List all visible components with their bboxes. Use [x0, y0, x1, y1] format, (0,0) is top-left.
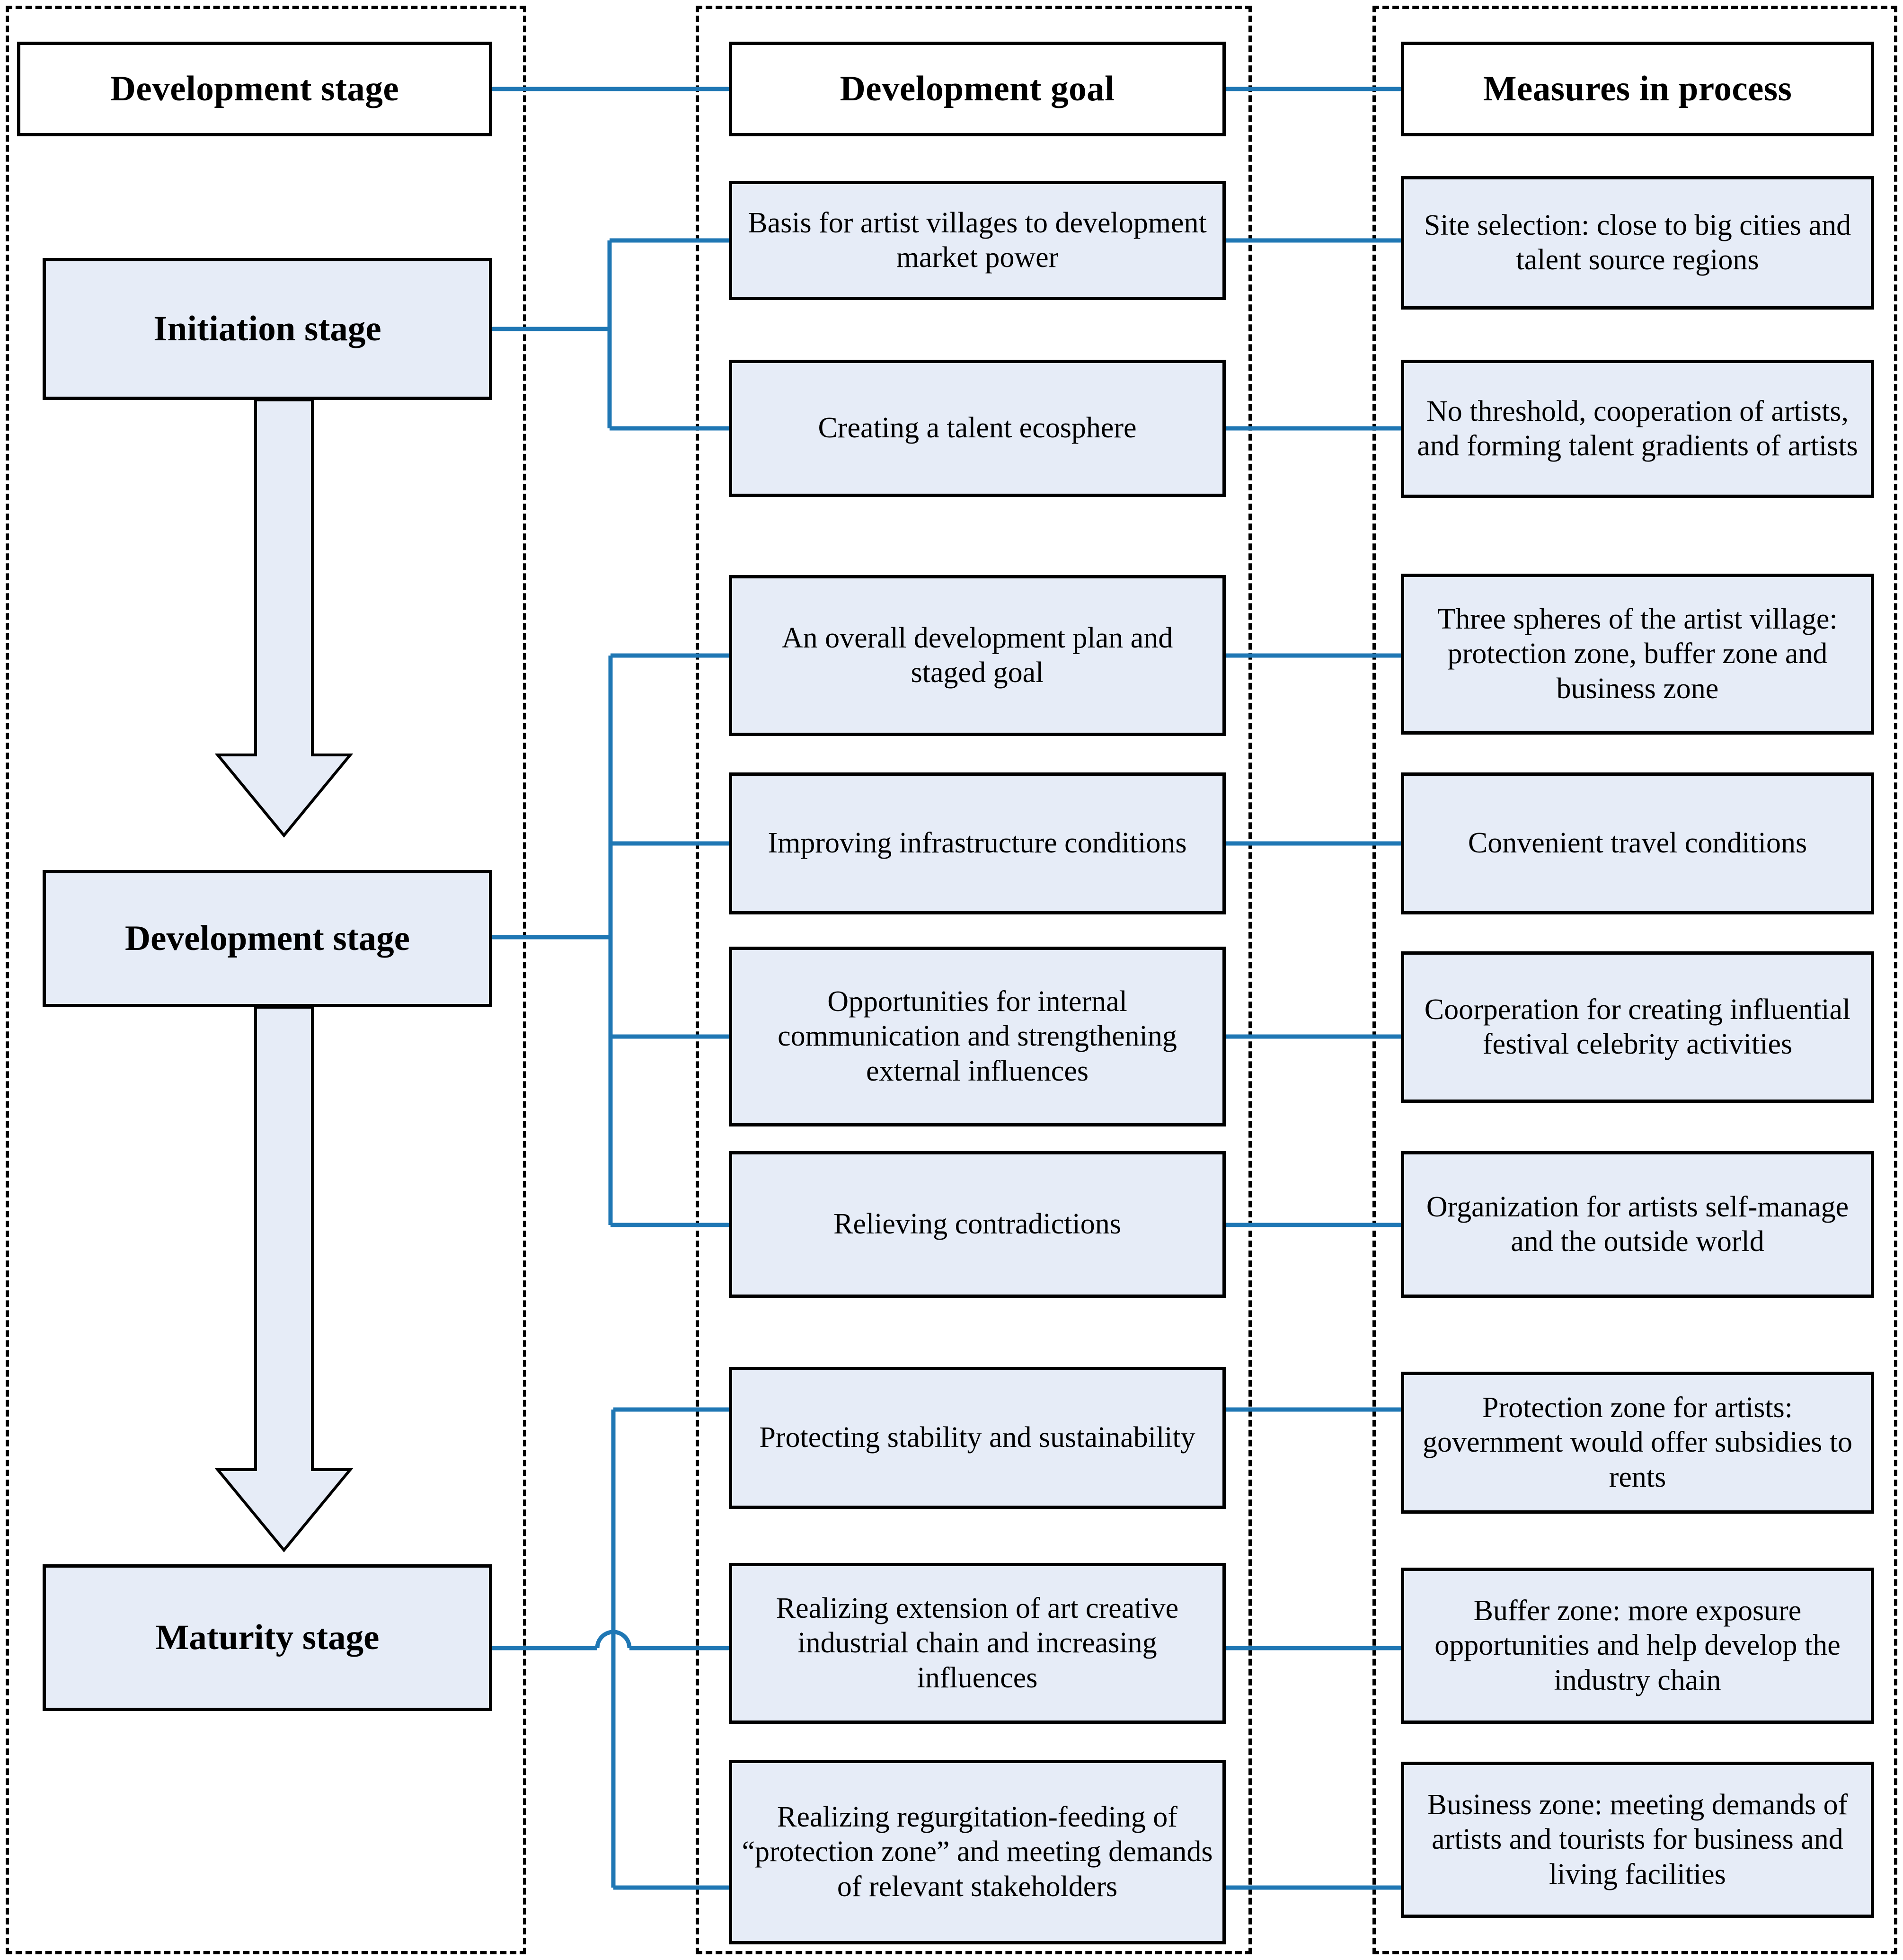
goal-box-development-4[interactable]: Relieving contradictions [729, 1151, 1226, 1298]
column-frame-development-goal [696, 6, 1252, 1954]
goal-label: Realizing extension of art creative indu… [776, 1592, 1179, 1694]
goal-box-development-1[interactable]: An overall development plan and staged g… [729, 575, 1226, 736]
goal-label: Improving infrastructure conditions [768, 827, 1187, 860]
measure-box-initiation-1[interactable]: Site selection: close to big cities and … [1401, 176, 1874, 310]
goal-box-maturity-3[interactable]: Realizing regurgitation-feeding of “prot… [729, 1760, 1226, 1944]
goal-box-development-2[interactable]: Improving infrastructure conditions [729, 772, 1226, 914]
measure-box-initiation-2[interactable]: No threshold, cooperation of artists, an… [1401, 360, 1874, 498]
measure-label: Organization for artists self-manage and… [1426, 1190, 1849, 1258]
measure-box-maturity-1[interactable]: Protection zone for artists: government … [1401, 1372, 1874, 1514]
measure-box-development-4[interactable]: Organization for artists self-manage and… [1401, 1151, 1874, 1298]
measure-box-development-3[interactable]: Coorperation for creating influential fe… [1401, 951, 1874, 1103]
measure-label: Buffer zone: more exposure opportunities… [1434, 1595, 1841, 1696]
measure-label: Three spheres of the artist village: pro… [1437, 603, 1838, 705]
measure-label: Business zone: meeting demands of artist… [1427, 1789, 1848, 1890]
goal-label: Relieving contradictions [833, 1208, 1121, 1241]
goal-label: Opportunities for internal communication… [778, 985, 1177, 1087]
measure-box-development-1[interactable]: Three spheres of the artist village: pro… [1401, 574, 1874, 735]
column-header-measures-in-process: Measures in process [1401, 42, 1874, 136]
goal-box-maturity-1[interactable]: Protecting stability and sustainability [729, 1367, 1226, 1509]
column-header-development-stage: Development stage [17, 42, 492, 136]
measure-box-maturity-3[interactable]: Business zone: meeting demands of artist… [1401, 1762, 1874, 1918]
measure-label: Convenient travel conditions [1468, 827, 1807, 860]
column-header-label: Measures in process [1483, 69, 1792, 108]
goal-box-initiation-2[interactable]: Creating a talent ecosphere [729, 360, 1226, 497]
stage-box-development[interactable]: Development stage [43, 870, 492, 1007]
stage-box-maturity[interactable]: Maturity stage [43, 1564, 492, 1711]
goal-box-maturity-2[interactable]: Realizing extension of art creative indu… [729, 1563, 1226, 1724]
goal-label: Creating a talent ecosphere [818, 412, 1137, 444]
goal-box-initiation-1[interactable]: Basis for artist villages to development… [729, 181, 1226, 300]
column-header-label: Development stage [110, 69, 399, 108]
measure-label: No threshold, cooperation of artists, an… [1417, 395, 1858, 462]
column-header-development-goal: Development goal [729, 42, 1226, 136]
column-frame-measures-in-process [1372, 6, 1897, 1954]
goal-label: Realizing regurgitation-feeding of “prot… [742, 1801, 1213, 1903]
measure-label: Site selection: close to big cities and … [1424, 209, 1851, 276]
stage-label: Development stage [125, 918, 410, 958]
measure-box-maturity-2[interactable]: Buffer zone: more exposure opportunities… [1401, 1568, 1874, 1724]
stage-box-initiation[interactable]: Initiation stage [43, 258, 492, 400]
column-header-label: Development goal [840, 69, 1115, 108]
measure-label: Coorperation for creating influential fe… [1424, 993, 1851, 1060]
measure-label: Protection zone for artists: government … [1422, 1392, 1853, 1493]
goal-label: Basis for artist villages to development… [748, 206, 1207, 274]
stage-label: Initiation stage [153, 309, 381, 348]
measure-box-development-2[interactable]: Convenient travel conditions [1401, 772, 1874, 914]
stage-label: Maturity stage [155, 1617, 380, 1657]
goal-box-development-3[interactable]: Opportunities for internal communication… [729, 947, 1226, 1126]
goal-label: Protecting stability and sustainability [759, 1421, 1195, 1454]
goal-label: An overall development plan and staged g… [781, 621, 1173, 689]
column-frame-development-stage [6, 6, 526, 1954]
